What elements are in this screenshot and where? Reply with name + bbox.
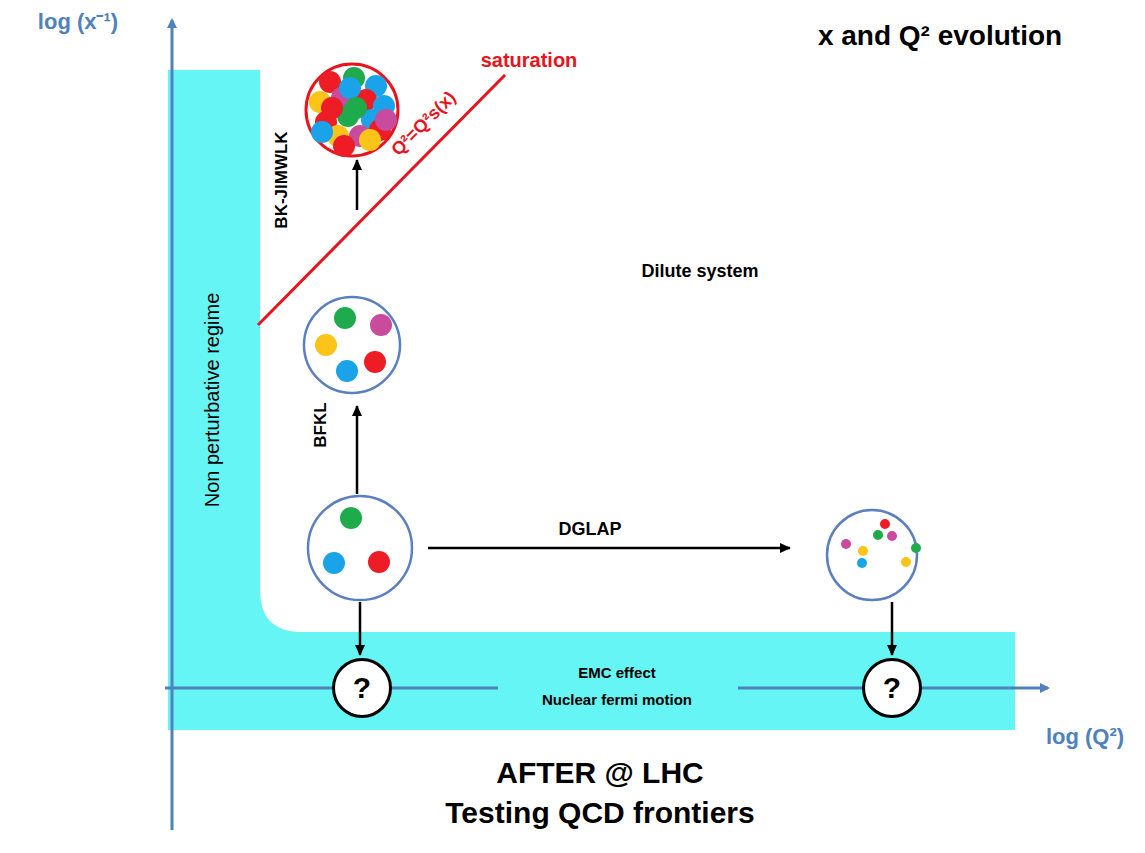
parton-dot	[333, 135, 355, 157]
question-mark: ?	[353, 673, 371, 703]
diagram-title: x and Q² evolution	[818, 21, 1062, 52]
question-circle: ?	[332, 658, 392, 718]
evolution-arrows	[357, 160, 892, 655]
evolution-label: BK-JIMWLK	[273, 131, 292, 228]
question-circle: ?	[862, 658, 922, 718]
parton-dot	[375, 109, 397, 131]
band-shape	[168, 70, 1018, 732]
evolution-label: BFKL	[312, 402, 331, 447]
parton-dot	[321, 97, 343, 119]
regime-label: Dilute system	[641, 262, 758, 282]
parton-dot	[345, 97, 367, 119]
question-mark: ?	[883, 673, 901, 703]
evolution-label: DGLAP	[559, 520, 622, 540]
parton-dot	[311, 121, 333, 143]
band-note: Nuclear fermi motion	[542, 692, 692, 709]
saturation-line	[258, 75, 505, 325]
parton-circles	[304, 64, 921, 600]
boundary-label: Q²=Q²s(x)	[388, 88, 460, 160]
axis-label: log (Q²)	[1046, 725, 1124, 749]
band-label: Non perturbative regime	[201, 293, 223, 508]
band-note: EMC effect	[578, 665, 656, 682]
axes	[165, 20, 1048, 830]
parton-dot	[339, 77, 361, 99]
regime-label: saturation	[481, 49, 578, 71]
axis-label: log (x⁻¹)	[38, 10, 118, 34]
non-perturbative-band: Non perturbative regimeEMC effectNuclear…	[168, 70, 1018, 732]
caption-line: AFTER @ LHC	[496, 756, 704, 789]
parton-dot	[359, 129, 381, 151]
caption-line: Testing QCD frontiers	[445, 796, 754, 829]
